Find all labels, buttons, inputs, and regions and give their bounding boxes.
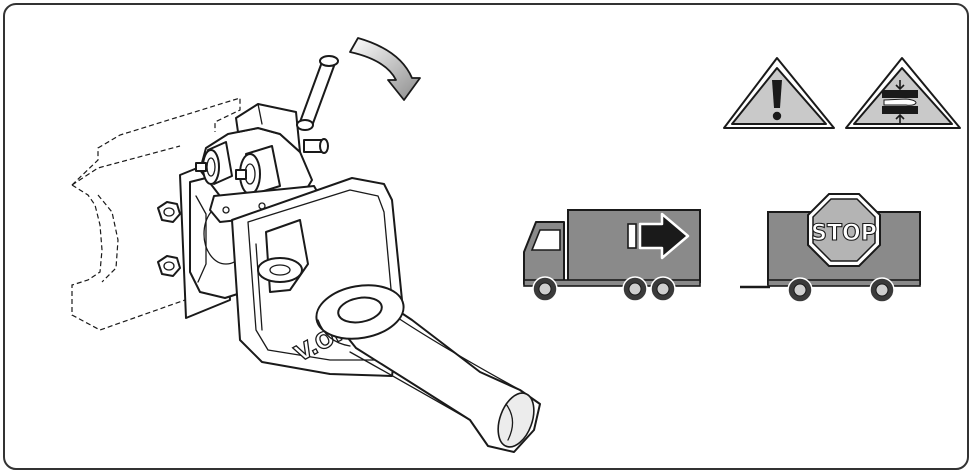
rotation-arrow-icon [349, 37, 421, 101]
drawbar-eye [315, 284, 541, 453]
control-housing [195, 103, 329, 223]
truck-illustration [523, 209, 701, 302]
exclamation-icon [772, 80, 782, 121]
stop-sign-label: STOP [811, 221, 877, 246]
trailer-wheel-front [787, 277, 813, 303]
mounting-bolt-lower [157, 255, 181, 277]
arrow-right-icon [627, 212, 690, 260]
chassis-frame-outline [71, 97, 241, 331]
mounting-bolt-upper [157, 201, 181, 223]
truck-wheel-rear-1 [622, 276, 648, 302]
truck-wheel-front [532, 276, 558, 302]
hand-crush-icon [882, 80, 918, 124]
trailer-illustration: STOP [740, 193, 921, 303]
tow-coupling-illustration: V.OR [71, 37, 541, 453]
valve-cylinder-left [195, 141, 233, 185]
stop-sign-icon: STOP [807, 193, 881, 267]
warning-sign-general [723, 57, 835, 129]
truck-wheel-rear-2 [650, 276, 676, 302]
side-fitting [303, 138, 329, 154]
warning-sign-hand-crush [845, 57, 961, 129]
truck-windshield [530, 229, 561, 251]
trailer-wheel-rear [869, 277, 895, 303]
hand-lever[interactable] [296, 55, 339, 131]
